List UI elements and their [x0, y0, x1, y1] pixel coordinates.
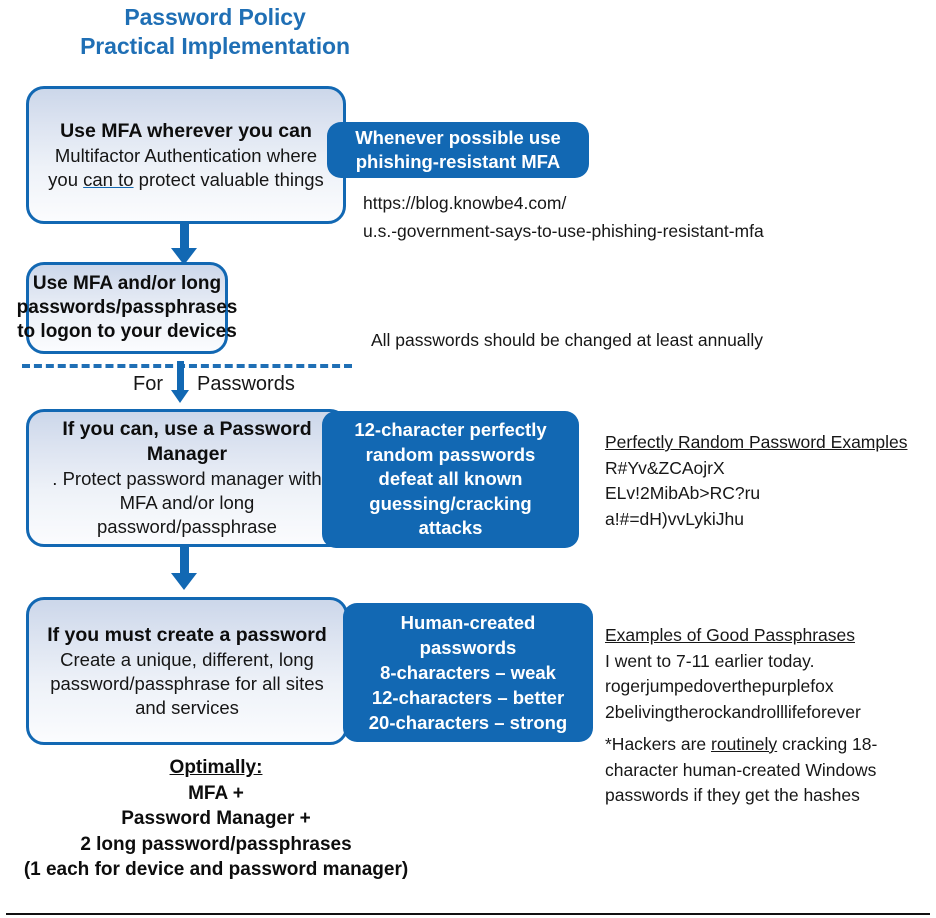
step-1-body-post: protect valuable things — [133, 168, 324, 190]
callout-2-line-2: random passwords — [365, 443, 536, 465]
random-examples-header: Perfectly Random Password Examples — [605, 432, 908, 452]
hacker-warning-emphasis: routinely — [711, 734, 778, 754]
source-url-line-2: u.s.-government-says-to-use-phishing-res… — [363, 221, 764, 241]
step-box-logon-devices[interactable]: Use MFA and/or long passwords/passphrase… — [17, 262, 237, 354]
optimally-line-1: MFA + — [188, 782, 244, 804]
divider-label-passwords: Passwords — [197, 373, 295, 395]
callout-2-line-3: defeat all known — [378, 468, 523, 490]
callout-3-line-4: 12-characters – better — [371, 687, 565, 708]
callout-phishing-resistant-mfa[interactable]: Whenever possible use phishing-resistant… — [327, 122, 589, 178]
annual-rotation-note: All passwords should be changed at least… — [371, 330, 764, 350]
callout-human-created-passwords[interactable]: Human-created passwords 8-characters – w… — [343, 603, 593, 742]
step-1-body: Multifactor Authentication where you can… — [41, 144, 331, 192]
section-divider-dashed — [22, 364, 352, 368]
arrow-step1-to-step2-shaft — [180, 224, 189, 250]
arrow-step1-to-step2-head — [171, 248, 197, 265]
arrow-step3-to-step4-head — [171, 573, 197, 590]
step-1-body-pre: Multifactor Authentication where you — [48, 144, 318, 190]
callout-random-passwords[interactable]: 12-character perfectly random passwords … — [322, 411, 579, 548]
source-url-line-1: https://blog.knowbe4.com/ — [363, 193, 567, 213]
arrow-for-passwords-head — [171, 390, 189, 403]
passphrase-examples-header: Examples of Good Passphrases — [605, 625, 855, 645]
callout-2-line-5: attacks — [418, 517, 483, 539]
callout-2-line-4: guessing/cracking — [369, 492, 532, 514]
step-3-heading: If you can, use a Password Manager — [62, 418, 312, 465]
hacker-warning-note: *Hackers are routinely cracking 18-chara… — [605, 732, 905, 809]
arrow-for-passwords-shaft — [177, 361, 184, 393]
title-line-1: Password Policy — [124, 4, 306, 30]
source-url-note[interactable]: https://blog.knowbe4.com/ u.s.-governmen… — [363, 189, 923, 245]
step-box-create-password[interactable]: If you must create a password Create a u… — [26, 597, 348, 745]
callout-3-line-3: 8-characters – weak — [380, 662, 556, 683]
callout-2-line-1: 12-character perfectly — [354, 419, 547, 441]
step-1-body-emphasis: can to — [83, 168, 134, 190]
callout-1-line-1: Whenever possible use — [355, 127, 561, 148]
optimally-line-4: (1 each for device and password manager) — [23, 859, 409, 880]
optimally-line-3: 2 long password/passphrases — [80, 833, 352, 855]
title-line-2: Practical Implementation — [80, 33, 350, 59]
passphrase-example-2: rogerjumpedoverthepurplefox — [605, 676, 834, 696]
step-box-use-mfa[interactable]: Use MFA wherever you can Multifactor Aut… — [26, 86, 346, 224]
optimally-summary: Optimally: MFA + Password Manager + 2 lo… — [0, 755, 432, 883]
random-password-examples: Perfectly Random Password Examples R#Yv&… — [605, 430, 935, 532]
passphrase-examples: Examples of Good Passphrases I went to 7… — [605, 623, 936, 725]
callout-3-line-1: Human-created — [400, 612, 536, 633]
callout-1-line-2: phishing-resistant MFA — [355, 151, 561, 172]
step-3-body: . Protect password manager with MFA and/… — [52, 468, 322, 537]
divider-label-for: For — [133, 373, 163, 395]
random-example-2: ELv!2MibAb>RC?ru — [605, 483, 761, 503]
step-box-password-manager[interactable]: If you can, use a Password Manager . Pro… — [26, 409, 348, 547]
passphrase-example-3: 2belivingtherockandrolllifeforever — [605, 701, 861, 722]
step-4-body: Create a unique, different, long passwor… — [50, 648, 324, 718]
random-example-3: a!#=dH)vvLykiJhu — [605, 508, 744, 529]
hacker-warning-post: cracking 18-character human-created Wind… — [605, 734, 878, 805]
optimally-line-2: Password Manager + — [121, 808, 311, 829]
callout-3-line-5: 20-characters – strong — [368, 712, 568, 733]
step-1-heading: Use MFA wherever you can — [60, 119, 312, 142]
hacker-warning-pre: *Hackers are — [605, 734, 712, 754]
step-2-heading: Use MFA and/or long passwords/passphrase… — [16, 273, 238, 342]
passphrase-example-1: I went to 7-11 earlier today. — [605, 650, 815, 671]
bottom-divider-rule — [6, 913, 930, 915]
random-example-1: R#Yv&ZCAojrX — [605, 457, 725, 478]
optimally-title: Optimally: — [169, 757, 263, 778]
page-title: Password Policy Practical Implementation — [0, 3, 430, 61]
arrow-step3-to-step4-shaft — [180, 547, 189, 575]
callout-3-line-2: passwords — [419, 637, 517, 658]
step-4-heading: If you must create a password — [47, 623, 327, 646]
